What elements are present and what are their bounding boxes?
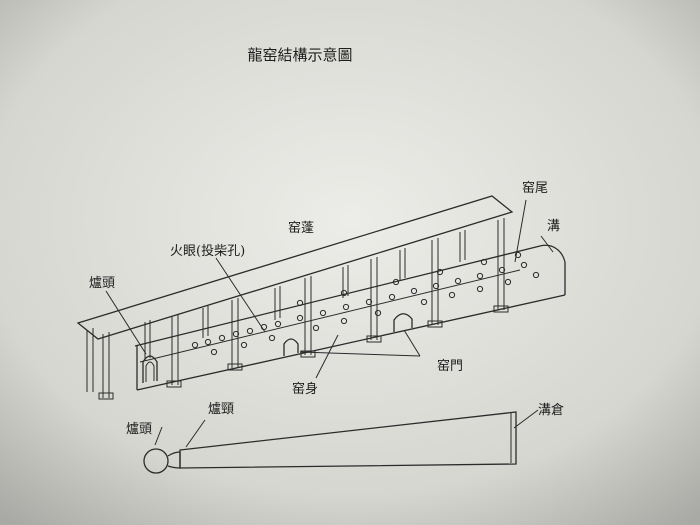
label-kiln-body: 窑身	[292, 381, 318, 397]
kiln-roof	[76, 195, 514, 340]
label-trench: 溝	[547, 219, 560, 234]
diagram-title: 龍窑結構示意圖	[247, 46, 352, 64]
furnace-head-arch	[142, 355, 158, 383]
plan-kiln-body	[179, 411, 517, 469]
kiln-door-1	[283, 338, 299, 356]
kiln-plan	[143, 409, 539, 474]
label-trench-bin: 溝倉	[538, 403, 564, 418]
leader-lines	[105, 199, 554, 379]
label-furnace-head: 爐頭	[89, 276, 115, 291]
plan-furnace-head	[143, 448, 169, 474]
label-kiln-door: 窑門	[437, 358, 463, 374]
label-kiln-tail: 窑尾	[522, 180, 548, 196]
label-kiln-roof: 窑蓬	[288, 220, 314, 236]
label-furnace-neck: 爐頸	[208, 402, 234, 417]
kiln-elevation	[76, 195, 566, 400]
label-plan-furnace-head: 爐頭	[126, 422, 152, 437]
label-fire-eye: 火眼(投柴孔)	[170, 243, 245, 259]
labels: 窑尾 溝 窑蓬 火眼(投柴孔) 爐頭 窑門 窑身 爐頸 爐頭 溝倉	[89, 180, 564, 437]
kiln-door-2	[393, 313, 413, 332]
kiln-body	[134, 244, 566, 391]
fire-holes	[191, 251, 540, 356]
furnace-head-arch-inner	[145, 361, 155, 382]
